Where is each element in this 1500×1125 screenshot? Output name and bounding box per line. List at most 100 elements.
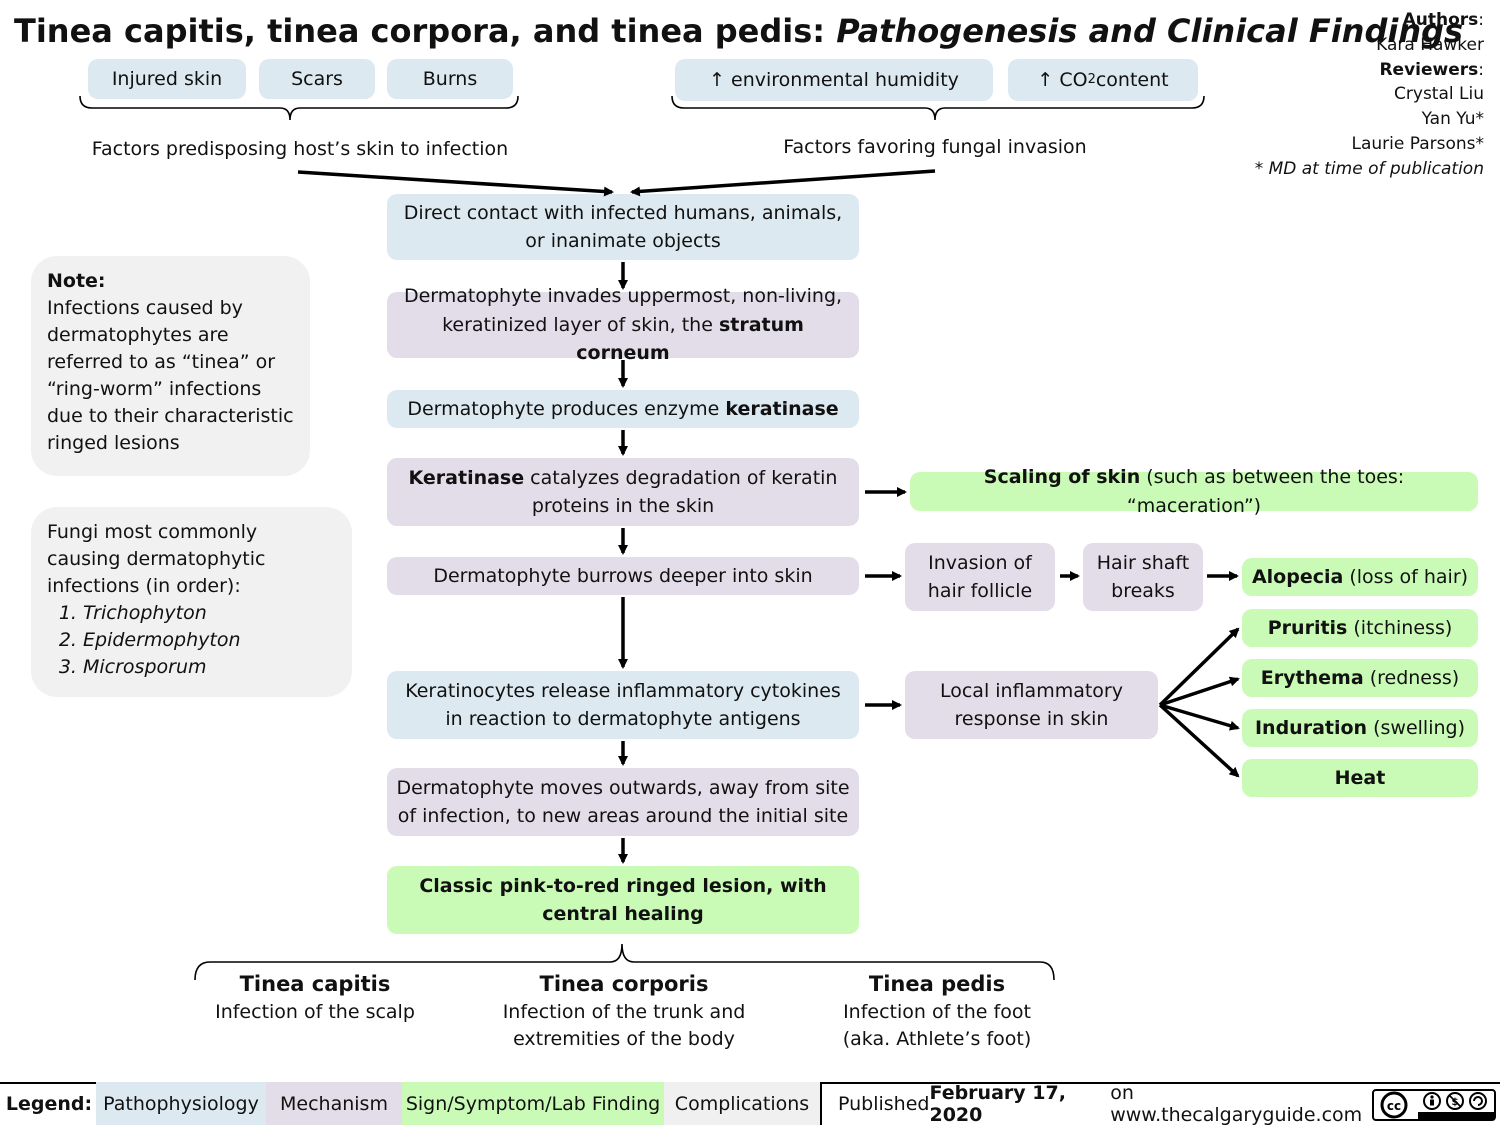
reviewer-name: Yan Yu* (1421, 109, 1484, 130)
flow-produces: Dermatophyte produces enzyme keratinase (387, 390, 859, 428)
factor-label: Scars (291, 67, 343, 90)
fungi-panel: Fungi most commonly causing dermatophyti… (31, 507, 352, 697)
factor-label: Injured skin (111, 67, 223, 90)
published-date: February 17, 2020 (929, 1081, 1066, 1125)
fungi-list-item: Trichophyton (83, 600, 336, 627)
finding-scaling: Scaling of skin (such as between the toe… (910, 466, 1478, 517)
arrow-host-to-contact (297, 170, 614, 197)
note-panel: Note: Infections caused by dermatophytes… (31, 256, 310, 476)
cc-by-nc-sa-icon[interactable]: cc $ (1372, 1089, 1496, 1121)
reviewer-name: Crystal Liu (1394, 84, 1484, 105)
type-tinea-capitis: Tinea capitis Infection of the scalp (190, 970, 440, 1026)
fungi-list: Trichophyton Epidermophyton Microsporum (47, 600, 336, 681)
legend-complications: Complications (664, 1082, 820, 1125)
flow-text: Dermatophyte burrows deeper into skin (433, 564, 813, 587)
finding-pruritis: Pruritis (itchiness) (1242, 609, 1478, 647)
legend: Legend: Pathophysiology Mechanism Sign/S… (0, 1082, 1500, 1125)
finding-text: (swelling) (1367, 716, 1466, 739)
flow-burrows: Dermatophyte burrows deeper into skin (387, 557, 859, 595)
factor-label: environmental humidity (731, 68, 959, 91)
credits-footnote: * MD at time of publication (1254, 158, 1484, 179)
authors-label: Authors (1402, 10, 1479, 30)
type-name: Tinea corporis (539, 972, 709, 996)
credits: Authors: Kara Hawker Reviewers: Crystal … (1255, 8, 1484, 182)
legend-item-label: Complications (674, 1092, 810, 1115)
finding-bold: Induration (1254, 716, 1368, 739)
finding-bold: Alopecia (1251, 565, 1344, 588)
arrow-to-induration (1159, 703, 1240, 731)
note-heading: Note: (47, 270, 106, 292)
co2-suffix: content (1095, 68, 1169, 91)
published-info: Published February 17, 2020 on www.theca… (830, 1082, 1370, 1125)
legend-item-label: Sign/Symptom/Lab Finding (405, 1092, 661, 1115)
finding-induration: Induration (swelling) (1242, 709, 1478, 747)
finding-bold: Scaling of skin (983, 466, 1141, 488)
flow-moves: Dermatophyte moves outwards, away from s… (387, 768, 859, 836)
invasion-hair-follicle: Invasion of hair follicle (905, 543, 1055, 611)
mechanism-text: Local inflammatory response in skin (939, 679, 1123, 731)
flow-text-bold: keratinase (725, 397, 839, 420)
title-italic: Pathogenesis and Clinical Findings (836, 12, 1464, 50)
up-arrow-icon: ↑ (1037, 68, 1054, 91)
flow-contact: Direct contact with infected humans, ani… (387, 194, 859, 260)
flow-text: Direct contact with infected humans, ani… (403, 201, 843, 253)
legend-item-label: Pathophysiology (103, 1092, 259, 1115)
title-main: Tinea capitis, tinea corpora, and tinea … (14, 12, 837, 50)
flow-lesion: Classic pink-to-red ringed lesion, with … (387, 866, 859, 934)
note-text: Infections caused by dermatophytes are r… (47, 296, 294, 454)
type-desc: Infection of the foot (aka. Athlete’s fo… (842, 1001, 1032, 1050)
legend-label: Legend: (5, 1092, 93, 1115)
svg-text:cc: cc (1387, 1099, 1401, 1113)
factor-label: Burns (422, 67, 478, 90)
legend-separator (820, 1084, 822, 1125)
finding-alopecia: Alopecia (loss of hair) (1242, 558, 1478, 596)
host-factors-caption: Factors predisposing host’s skin to infe… (91, 138, 509, 160)
flow-text-bold: stratum corneum (576, 313, 804, 365)
arrow-to-pruritis (1158, 627, 1240, 707)
svg-text:$: $ (1452, 1097, 1459, 1108)
fungi-list-item: Microsporum (83, 654, 336, 681)
finding-text: (redness) (1363, 666, 1460, 689)
legend-item-label: Mechanism (280, 1092, 388, 1115)
hair-shaft-breaks: Hair shaft breaks (1083, 543, 1203, 611)
flow-text: Classic pink-to-red ringed lesion, with … (419, 874, 827, 926)
flow-text: Dermatophyte produces enzyme (407, 397, 726, 420)
author-name: Kara Hawker (1376, 34, 1484, 55)
type-desc: Infection of the scalp (215, 1001, 415, 1024)
arrow-fungal-to-contact (630, 169, 936, 197)
reviewers-label: Reviewers (1379, 59, 1479, 80)
finding-bold: Pruritis (1267, 616, 1348, 639)
mechanism-text: Hair shaft breaks (1096, 551, 1190, 603)
legend-mechanism: Mechanism (266, 1082, 402, 1125)
host-factors-brace (79, 95, 519, 121)
local-inflammatory-response: Local inflammatory response in skin (905, 671, 1158, 739)
fungi-intro: Fungi most commonly causing dermatophyti… (47, 521, 266, 597)
finding-erythema: Erythema (redness) (1242, 659, 1478, 697)
factor-injured-skin: Injured skin (88, 59, 246, 99)
finding-text: (such as between the toes: “maceration”) (1126, 466, 1405, 517)
finding-text: (loss of hair) (1343, 565, 1469, 588)
flow-catalyzes: Keratinase catalyzes degradation of kera… (387, 458, 859, 526)
factor-burns: Burns (387, 59, 513, 99)
legend-pathophysiology: Pathophysiology (96, 1082, 266, 1125)
published-prefix: Published (838, 1092, 930, 1115)
flow-text: Keratinocytes release inflammatory cytok… (405, 679, 841, 731)
type-tinea-corporis: Tinea corporis Infection of the trunk an… (494, 970, 754, 1053)
arrow-to-erythema (1159, 676, 1240, 707)
legend-sign-symptom: Sign/Symptom/Lab Finding (402, 1082, 664, 1125)
flow-text: catalyzes degradation of keratin protein… (524, 466, 838, 518)
flow-text: Dermatophyte invades uppermost, non-livi… (403, 285, 843, 336)
reviewer-name: Laurie Parsons* (1351, 134, 1484, 155)
fungi-list-item: Epidermophyton (83, 627, 336, 654)
flow-text-bold: Keratinase (408, 466, 525, 489)
co2-subscript: 2 (1087, 72, 1096, 88)
factor-humidity: ↑environmental humidity (675, 59, 993, 101)
finding-bold: Erythema (1260, 666, 1364, 689)
type-tinea-pedis: Tinea pedis Infection of the foot (aka. … (822, 970, 1052, 1053)
finding-text: (itchiness) (1347, 616, 1453, 639)
page-title: Tinea capitis, tinea corpora, and tinea … (14, 12, 1463, 50)
co2-label: CO (1059, 68, 1088, 91)
type-name: Tinea capitis (239, 972, 391, 996)
finding-bold: Heat (1334, 766, 1386, 789)
